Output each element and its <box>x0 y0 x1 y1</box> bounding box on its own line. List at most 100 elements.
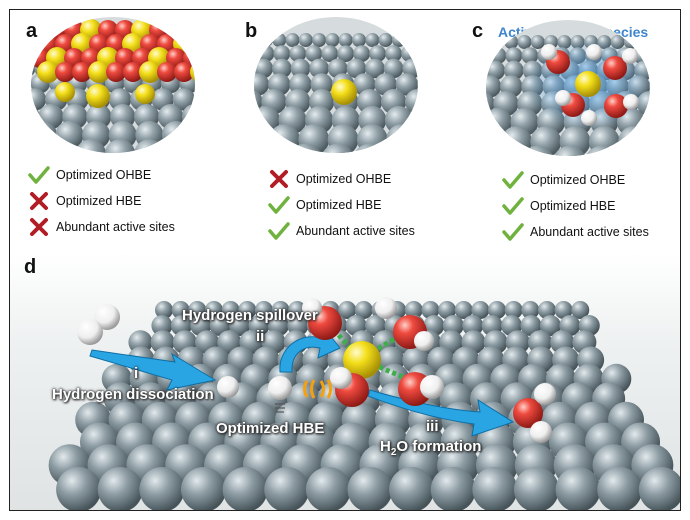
substrate-atom <box>75 139 107 153</box>
substrate-atom <box>462 315 484 337</box>
check-icon <box>268 195 290 215</box>
substrate-atom <box>505 47 523 64</box>
list-item-label: Optimized HBE <box>530 199 616 213</box>
interaction-waves-icon <box>303 379 332 399</box>
substrate-atom <box>290 58 311 79</box>
substrate-atom <box>222 467 268 510</box>
substrate-atom <box>454 301 473 319</box>
list-item: Optimized OHBE <box>28 162 175 188</box>
panel-c-letter: c <box>472 20 484 42</box>
oxygen-atom <box>157 62 177 82</box>
hydrogen-atom <box>623 94 639 110</box>
panel-b-letter: b <box>245 20 258 42</box>
substrate-atom <box>421 301 440 319</box>
hydrogen-atom <box>555 90 571 106</box>
substrate-atom <box>486 75 502 98</box>
substrate-atom <box>539 315 561 337</box>
substrate-atom <box>229 315 251 337</box>
substrate-atom <box>552 145 587 156</box>
water-molecule <box>513 383 556 443</box>
substrate-atom <box>338 33 353 47</box>
substrate-atom <box>438 301 457 319</box>
metal-atom <box>331 79 357 105</box>
substrate-atom <box>472 467 518 510</box>
substrate-atom <box>264 467 310 510</box>
substrate-atom <box>97 467 143 510</box>
metal-atom <box>88 61 110 83</box>
oxygen-atom <box>72 62 92 82</box>
substrate-atom <box>554 301 573 319</box>
metal-atom <box>55 82 75 102</box>
oxygen-species-cluster <box>302 297 444 407</box>
hydrogen-atom <box>268 376 292 400</box>
substrate-atom <box>383 58 404 79</box>
substrate-atom <box>56 467 102 510</box>
oxygen-atom <box>604 94 628 118</box>
list-item: Abundant active sites <box>28 214 175 240</box>
substrate-atom <box>537 301 556 319</box>
step-iii-label: H2O formation <box>380 438 481 458</box>
list-item: Abundant active sites <box>502 219 649 245</box>
hydrogen-atom <box>217 376 239 398</box>
top-panels-artwork <box>31 17 650 156</box>
substrate-atom <box>288 301 307 319</box>
substrate-atom <box>321 45 339 62</box>
substrate-atom <box>104 139 136 153</box>
substrate-atom <box>312 33 327 47</box>
oxygen-atom <box>174 62 194 82</box>
substrate-atom <box>385 45 402 62</box>
list-item: Optimized HBE <box>502 193 649 219</box>
panel-b-checklist: Optimized OHBE Optimized HBE Abundant ac… <box>268 166 415 244</box>
list-item: Optimized OHBE <box>502 167 649 193</box>
metal-atom <box>575 71 601 97</box>
substrate-atom <box>504 301 523 319</box>
step-ii-label: Hydrogen spillover <box>182 307 318 324</box>
hydrogen-atom <box>622 48 638 64</box>
list-item-label: Abundant active sites <box>530 225 649 239</box>
metal-atom <box>139 61 161 83</box>
list-item-label: Abundant active sites <box>296 224 415 238</box>
check-icon <box>502 222 524 242</box>
figure-frame: a b c Active oxygen species <box>9 9 681 511</box>
substrate-slab <box>48 301 680 510</box>
substrate-atom <box>404 301 423 319</box>
substrate-atom <box>309 58 329 79</box>
substrate-atom <box>530 35 545 49</box>
list-item-label: Optimized HBE <box>296 198 382 212</box>
check-icon <box>502 170 524 190</box>
substrate-atom <box>571 301 590 319</box>
substrate-atom <box>389 467 435 510</box>
substrate-atom <box>172 88 195 111</box>
list-item-label: Optimized OHBE <box>530 173 626 187</box>
substrate-atom <box>289 45 307 62</box>
substrate-atom <box>254 73 270 96</box>
substrate-atom <box>204 301 223 319</box>
substrate-atom <box>254 301 273 319</box>
substrate-atom <box>337 45 355 62</box>
panel-a-checklist: Optimized OHBE Optimized HBE Abundant ac… <box>28 162 175 240</box>
substrate-atom <box>139 467 185 510</box>
substrate-atom <box>352 33 366 47</box>
hydrogen-atom <box>586 44 602 60</box>
substrate-atom <box>638 467 680 510</box>
substrate-atom <box>369 45 387 62</box>
metal-atom <box>37 61 59 83</box>
hydrogen-atom <box>541 44 557 60</box>
list-item: Optimized HBE <box>28 188 175 214</box>
substrate-atom <box>378 33 393 47</box>
substrate-atom <box>430 467 476 510</box>
substrate-atom <box>188 301 207 319</box>
substrate-atom <box>285 33 300 47</box>
substrate-atom <box>338 301 357 319</box>
hydrogen-atom <box>581 110 597 126</box>
oxygen-atom <box>106 62 126 82</box>
metal-atom <box>135 84 155 104</box>
substrate-atom <box>151 315 173 337</box>
substrate-atom <box>298 33 313 47</box>
step-iii-label-sub: 2 <box>390 447 397 458</box>
substrate-atom <box>272 58 292 79</box>
hbe-label: Optimized HBE <box>216 420 325 437</box>
list-item-label: Optimized HBE <box>56 194 142 208</box>
substrate-atom <box>221 301 240 319</box>
metal-atom <box>86 84 110 108</box>
